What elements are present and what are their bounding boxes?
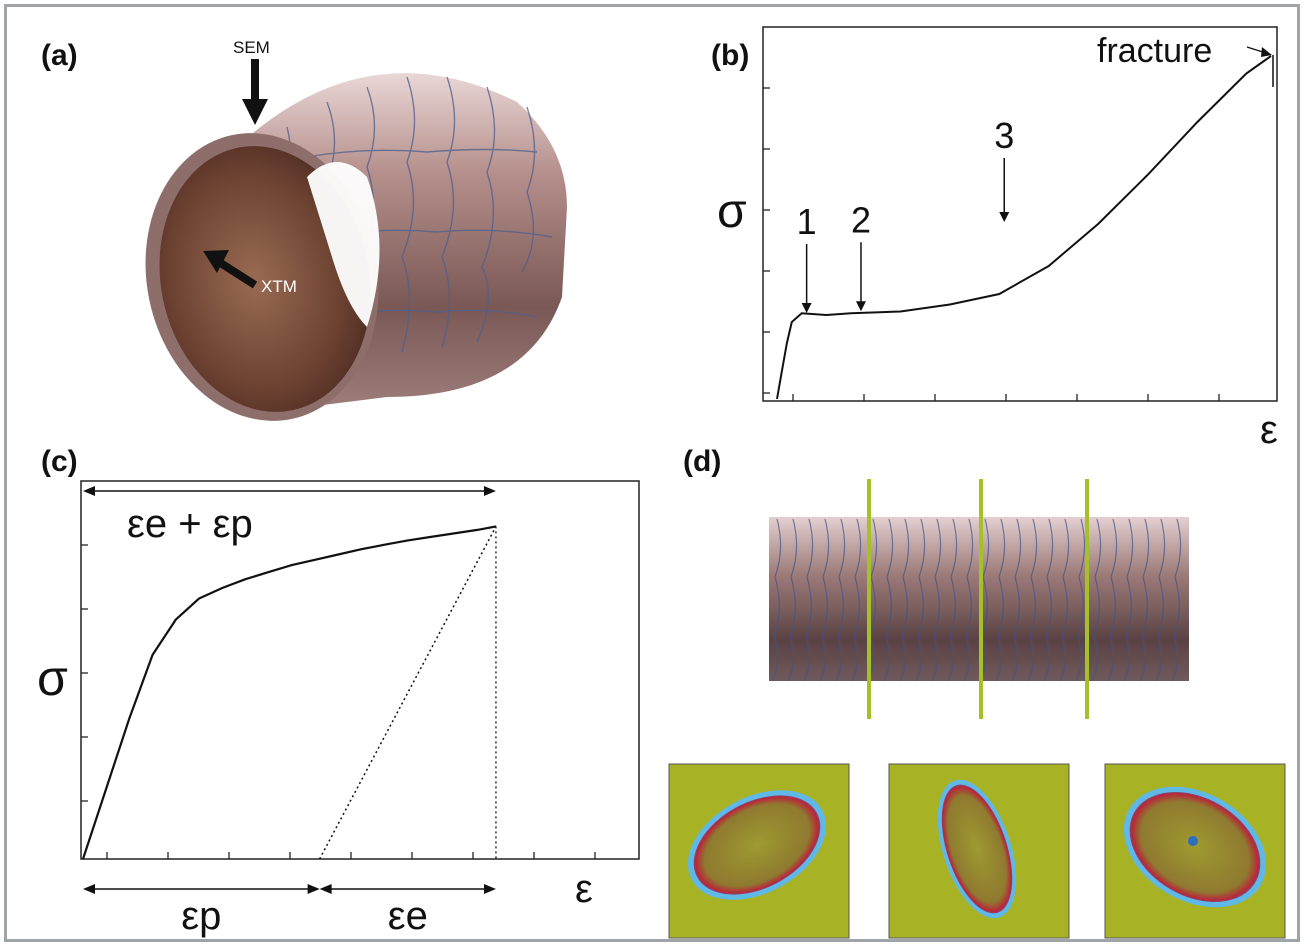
span-total-left-arrowhead-icon: [83, 486, 95, 496]
chart-b-frame: [762, 26, 1278, 402]
hair-scale-edge: [771, 518, 782, 682]
hair-scale-edge: [835, 518, 846, 682]
marker-3-label: 3: [994, 115, 1014, 156]
hair-scale-edge: [883, 518, 894, 682]
hair-scale-edge: [1123, 518, 1134, 682]
hair-scale-edge: [1091, 518, 1102, 682]
hair-scale-edge: [1107, 518, 1118, 682]
tomogram-1: [668, 763, 850, 939]
chart-b-y-symbol: σ: [717, 185, 747, 238]
hair-scale-edge: [1011, 518, 1022, 682]
hair-scale-edge: [947, 518, 958, 682]
marker-3-arrowhead-icon: [999, 212, 1010, 222]
span-plastic-left-arrowhead-icon: [83, 884, 95, 894]
hair-scale-edge: [931, 518, 942, 682]
span-plastic-strain: εp: [83, 884, 320, 938]
tomogram-3-cross-section: [1129, 791, 1261, 903]
marker-2-label: 2: [851, 199, 871, 240]
hair-scale-edge: [899, 518, 910, 682]
span-elastic-left-arrowhead-icon: [319, 884, 332, 894]
span-elastic-strain: εe: [319, 884, 496, 938]
panel-a-label: (a): [41, 39, 78, 72]
chart-b-marker-fracture: fracture: [1097, 32, 1274, 87]
chart-c-y-symbol: σ: [37, 650, 68, 706]
figure: (a) SEM XTM (b): [4, 4, 1300, 942]
hair-scale-edge: [1171, 518, 1182, 682]
chart-b-x-symbol: ε: [1260, 408, 1278, 452]
marker-2-arrowhead-icon: [855, 301, 866, 312]
chart-b-marker-2: 2: [851, 199, 871, 312]
hair-scale-edge: [803, 518, 814, 682]
chart-c-ticks: [81, 544, 596, 859]
hair-scale-edge: [851, 518, 862, 682]
tomogram-3: [1104, 763, 1286, 939]
marker-1-arrowhead-icon: [801, 303, 812, 313]
hair-scale-edge: [995, 518, 1006, 682]
chart-c-unloading-line: [318, 526, 497, 860]
chart-b-marker-3: 3: [994, 115, 1014, 222]
panel-d-tomography: (d): [668, 445, 1286, 939]
hair-cortex: [159, 146, 371, 412]
fracture-label: fracture: [1097, 32, 1212, 70]
tomogram-1-cross-section: [693, 795, 821, 895]
panel-c-stress-strain-chart: (c) σ ε εe + εp εp εe: [37, 445, 640, 938]
panel-b-stress-strain-chart: (b) σ ε 1 2 3 fracture: [711, 26, 1278, 452]
panel-b-label: (b): [711, 39, 749, 72]
span-elastic-label: εe: [388, 894, 428, 938]
fracture-arrowhead-icon: [1261, 47, 1272, 57]
sem-arrow-icon: [242, 99, 268, 125]
chart-b-marker-1: 1: [797, 201, 817, 313]
hair-scale-edge: [1027, 518, 1038, 682]
cut-lines: [867, 479, 1089, 719]
hair-scale-edge: [979, 518, 990, 682]
chart-c-x-symbol: ε: [575, 867, 593, 911]
hair-scale-edge: [1139, 518, 1150, 682]
span-plastic-label: εp: [181, 894, 221, 938]
span-plastic-right-arrowhead-icon: [307, 884, 320, 894]
span-total-label: εe + εp: [127, 502, 253, 546]
panel-a-hair-illustration: (a) SEM XTM: [41, 38, 567, 421]
hair-scale-edge: [867, 518, 878, 682]
hair-hollow: [307, 162, 380, 327]
chart-c-loading-curve: [81, 525, 497, 860]
marker-1-label: 1: [797, 201, 817, 242]
xtm-arrow-shaft: [216, 258, 258, 289]
hair-scale-edge: [1059, 518, 1070, 682]
hair-scale-edge: [787, 518, 798, 682]
tomogram-2: [888, 763, 1070, 939]
chart-b-markers: 1 2 3 fracture: [797, 32, 1274, 313]
tomogram-3-medulla: [1188, 836, 1198, 846]
hair-scale-edge: [963, 518, 974, 682]
span-total-strain: εe + εp: [83, 486, 496, 546]
hair-scale-edge: [1155, 518, 1166, 682]
sem-label: SEM: [233, 38, 270, 57]
hair-scale-edge: [819, 518, 830, 682]
figure-canvas: (a) SEM XTM (b): [37, 26, 1286, 939]
xtm-arrow-icon: [203, 250, 229, 273]
hair-scale-edge: [1075, 518, 1086, 682]
span-elastic-right-arrowhead-icon: [483, 884, 496, 894]
panel-d-label: (d): [683, 445, 721, 478]
hair-scale-edge: [1043, 518, 1054, 682]
hair-fiber-scales: [771, 518, 1182, 682]
hair-scale-edge: [915, 518, 926, 682]
chart-b-curve: [776, 55, 1272, 400]
span-total-right-arrowhead-icon: [483, 486, 496, 496]
tomogram-2-cross-section: [941, 784, 1013, 914]
chart-c-frame: [80, 480, 640, 860]
xtm-label: XTM: [261, 277, 297, 296]
panel-c-label: (c): [41, 445, 78, 478]
chart-b-ticks: [763, 87, 1220, 401]
